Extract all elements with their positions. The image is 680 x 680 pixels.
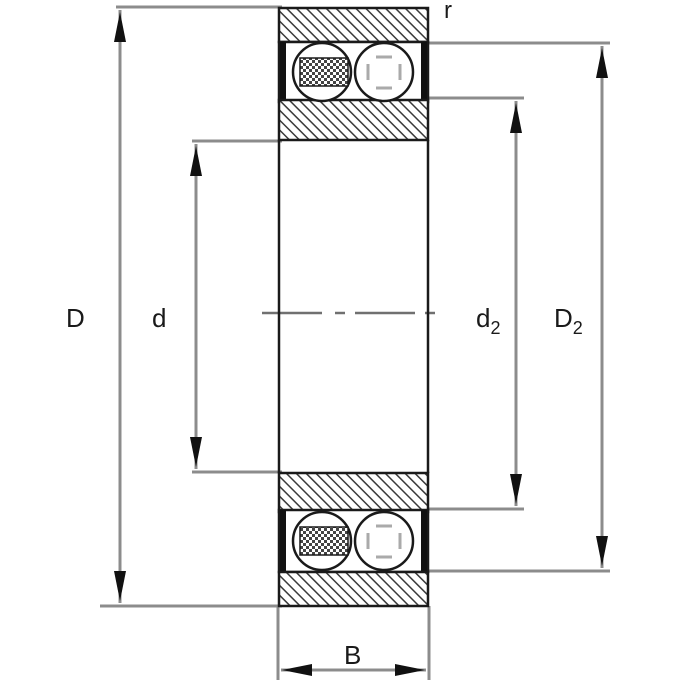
dimension-lines	[100, 5, 610, 680]
label-D2: D2	[554, 303, 583, 338]
cage-left-top	[299, 57, 349, 87]
arrow-up-icon	[510, 103, 522, 133]
label-D: D	[66, 303, 85, 333]
inner-ring-bottom	[277, 471, 430, 514]
arrow-up-icon	[190, 146, 202, 176]
ball-right-top	[353, 41, 415, 103]
label-r: r	[444, 0, 452, 24]
cage-left-bottom	[299, 526, 349, 556]
outer-ring-bottom	[277, 570, 430, 608]
bottom-section	[277, 471, 430, 608]
arrow-down-icon	[596, 536, 608, 566]
arrow-down-icon	[510, 474, 522, 504]
top-section	[277, 6, 430, 142]
arrow-left-icon	[282, 664, 312, 676]
arrow-up-icon	[114, 12, 126, 42]
arrow-up-icon	[596, 48, 608, 78]
inner-ring-top	[277, 98, 430, 142]
bore-outline	[277, 140, 430, 473]
label-B: B	[344, 640, 361, 670]
ball-right-bottom	[353, 510, 415, 572]
arrow-down-icon	[190, 437, 202, 467]
arrow-down-icon	[114, 571, 126, 601]
outer-ring-top	[277, 6, 430, 44]
label-d: d	[152, 303, 166, 333]
arrow-right-icon	[395, 664, 425, 676]
arrowheads	[114, 12, 608, 676]
label-d2: d2	[476, 303, 500, 338]
